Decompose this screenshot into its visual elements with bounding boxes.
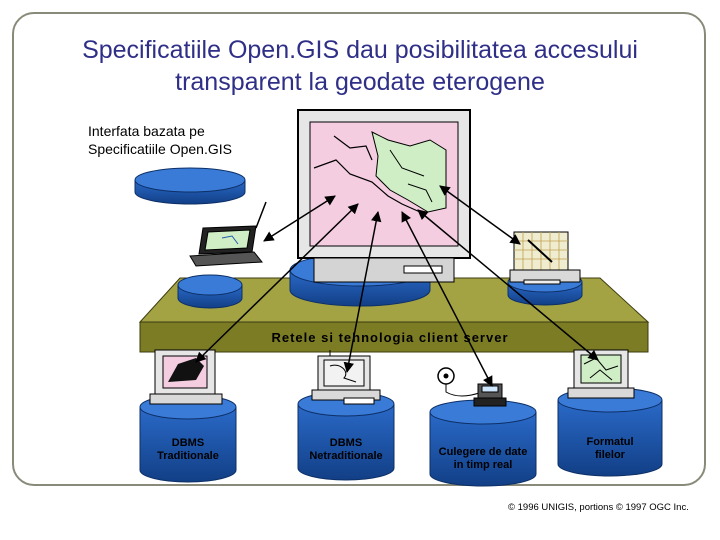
db-disk-realtime-icon	[429, 399, 537, 487]
interface-label-line-2: Specificatiile Open.GIS	[88, 141, 232, 157]
db-label-nontraditional-line-2: Netraditionale	[309, 450, 383, 462]
connection-arrows	[195, 185, 599, 387]
network-label: Retele si tehnologia client server	[271, 330, 509, 345]
arrow-traditional	[195, 203, 359, 363]
db-disk-nontraditional-icon	[297, 391, 395, 481]
computer-nontraditional-icon	[311, 355, 381, 405]
computer-traditional-icon	[149, 349, 223, 405]
copyright-text: © 1996 UNIGIS, portions © 1997 OGC Inc.	[508, 502, 689, 513]
map-screen-icon	[509, 231, 581, 285]
title-line-2: transparent la geodate eterogene	[175, 68, 545, 96]
db-label-traditional-line-2: Traditionale	[157, 450, 219, 462]
slide-title: Specificatiile Open.GIS dau posibilitate…	[20, 34, 700, 98]
db-label-nontraditional-line-1: DBMS	[329, 437, 363, 449]
db-label-nontraditional: DBMS Netraditionale	[298, 437, 394, 463]
db-label-traditional: DBMS Traditionale	[140, 437, 236, 463]
central-monitor-icon	[297, 109, 471, 283]
interface-disk-icon	[134, 167, 246, 205]
laptop-icon	[189, 201, 267, 267]
db-label-realtime-line-2: in timp real	[453, 459, 513, 471]
title-line-1: Specificatiile Open.GIS dau posibilitate…	[82, 36, 638, 64]
db-label-files: Formatul filelor	[558, 436, 662, 462]
interface-label: Interfata bazata pe Specificatiile Open.…	[88, 122, 232, 158]
arrow-nontraditional	[343, 210, 382, 374]
slide-frame	[12, 12, 706, 486]
db-disk-files-icon	[557, 387, 663, 477]
db-label-traditional-line-1: DBMS	[171, 437, 205, 449]
db-label-files-line-2: filelor	[595, 449, 625, 461]
platform-disk-left-icon	[177, 274, 243, 309]
db-label-realtime-line-1: Culegere de date	[438, 446, 528, 458]
db-label-realtime: Culegere de date in timp real	[430, 446, 536, 472]
interface-label-line-1: Interfata bazata pe	[88, 123, 205, 139]
db-label-files-line-1: Formatul	[586, 436, 634, 448]
computer-files-icon	[567, 349, 635, 399]
arrow-map-screen	[439, 185, 521, 245]
